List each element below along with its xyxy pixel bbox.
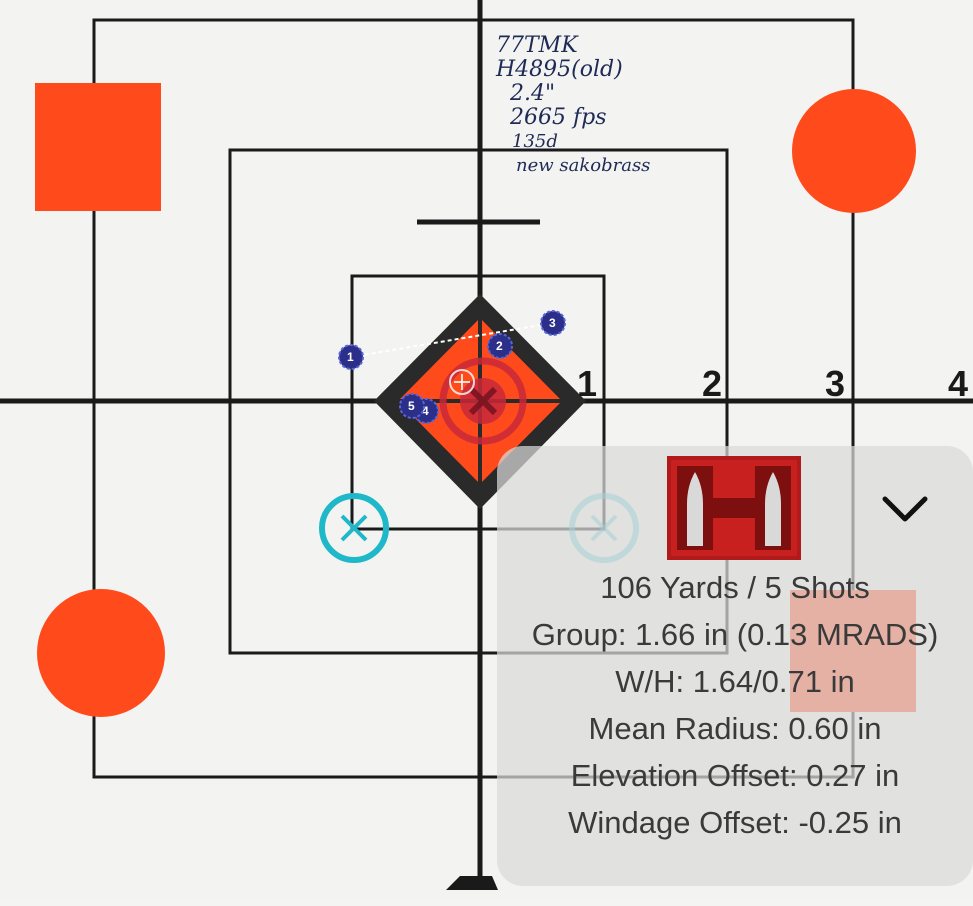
shot-marker-1[interactable]: 1 — [338, 344, 364, 370]
shot-marker-5[interactable]: 5 — [399, 393, 425, 419]
svg-text:4: 4 — [422, 404, 429, 418]
note-line: 2.4" — [510, 81, 556, 106]
aim-marker-left[interactable] — [319, 493, 389, 563]
group-stats-panel: 106 Yards / 5 Shots Group: 1.66 in (0.13… — [497, 446, 973, 886]
note-line: 135d — [512, 131, 558, 152]
svg-text:5: 5 — [408, 399, 415, 413]
summary-text: 106 Yards / 5 Shots — [600, 570, 870, 605]
corner-square-top-left — [35, 83, 161, 211]
point-of-aim-icon — [449, 369, 475, 395]
svg-text:1: 1 — [347, 350, 354, 364]
shot-marker-3[interactable]: 3 — [540, 310, 566, 336]
extreme-spread-line — [350, 322, 554, 358]
scale-label-4: 4 — [948, 363, 968, 404]
width-height-text: W/H: 1.64/0.71 in — [615, 664, 855, 699]
scale-label-1: 1 — [577, 363, 597, 404]
group-size-text: Group: 1.66 in (0.13 MRADS) — [531, 617, 939, 652]
handwritten-notes: 77TMK H4895(old) 2.4" 2665 fps 135d new … — [496, 34, 650, 178]
svg-text:3: 3 — [549, 316, 556, 330]
bottom-clip — [446, 876, 498, 890]
scale-label-2: 2 — [702, 363, 722, 404]
elevation-offset-text: Elevation Offset: 0.27 in — [570, 758, 900, 793]
note-line: 77TMK — [496, 33, 578, 58]
svg-text:2: 2 — [496, 339, 503, 353]
chevron-down-icon[interactable] — [880, 491, 930, 527]
corner-circle-top-right — [792, 89, 916, 213]
note-line: H4895(old) — [496, 57, 623, 82]
shot-marker-2[interactable]: 2 — [487, 333, 513, 359]
windage-offset-text: Windage Offset: -0.25 in — [568, 805, 902, 840]
note-line: new sakobrass — [516, 155, 651, 176]
hornady-h-logo — [667, 456, 801, 560]
group-center-x-icon — [468, 386, 498, 416]
group-center-ring — [439, 357, 527, 445]
scale-label-3: 3 — [825, 363, 845, 404]
corner-circle-bottom-left — [37, 589, 165, 717]
mean-radius-text: Mean Radius: 0.60 in — [588, 711, 882, 746]
note-line: 2665 fps — [510, 105, 607, 130]
